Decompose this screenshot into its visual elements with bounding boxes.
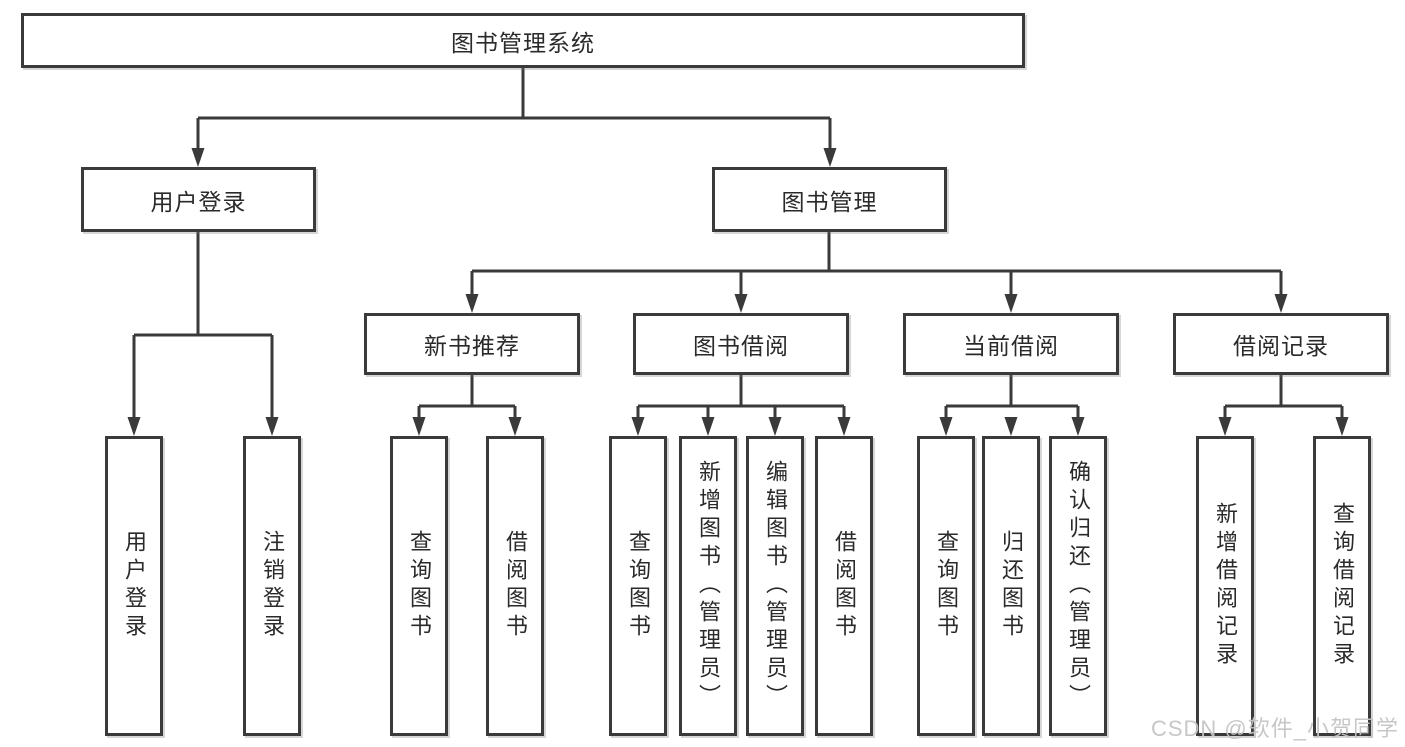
node-book-borrow: 图书借阅 bbox=[633, 313, 849, 375]
node-borrow-records: 借阅记录 bbox=[1173, 313, 1389, 375]
arrowhead-icon bbox=[191, 148, 205, 167]
leaf-current-return-books: 归还图书 bbox=[982, 436, 1040, 736]
arrowhead-icon bbox=[1218, 417, 1232, 436]
connector-borrow-records-to-children bbox=[1223, 375, 1344, 421]
arrowhead-icon bbox=[1071, 417, 1085, 436]
node-current-borrow-label: 当前借阅 bbox=[963, 333, 1059, 359]
arrowhead-icon bbox=[837, 417, 851, 436]
node-book-management: 图书管理 bbox=[712, 167, 947, 232]
leaf-rec-query-books-label: 查询图书 bbox=[407, 530, 432, 642]
node-new-book-recommend: 新书推荐 bbox=[364, 313, 580, 375]
leaf-borrow-edit-books-admin-label: 编辑图书（管理员） bbox=[763, 460, 788, 712]
leaf-current-confirm-return-admin-label: 确认归还（管理员） bbox=[1066, 460, 1091, 712]
leaf-rec-borrow-books-label: 借阅图书 bbox=[503, 530, 528, 642]
leaf-borrow-query-books-label: 查询图书 bbox=[626, 530, 651, 642]
leaf-borrow-add-books-admin-label: 新增图书（管理员） bbox=[696, 460, 721, 712]
leaf-user-login-label: 用户登录 bbox=[122, 530, 147, 642]
node-root: 图书管理系统 bbox=[21, 13, 1025, 68]
node-user-login: 用户登录 bbox=[81, 167, 316, 232]
connector-new-book-recommend-to-children bbox=[417, 375, 517, 421]
node-new-book-recommend-label: 新书推荐 bbox=[424, 333, 520, 359]
node-borrow-records-label: 借阅记录 bbox=[1233, 333, 1329, 359]
watermark: CSDN @软件_小贺同学 bbox=[1150, 716, 1399, 741]
arrowhead-icon bbox=[127, 417, 141, 436]
arrowhead-icon bbox=[768, 417, 782, 436]
node-root-label: 图书管理系统 bbox=[451, 29, 595, 56]
leaf-records-add: 新增借阅记录 bbox=[1196, 436, 1254, 736]
connector-user-login-to-children bbox=[132, 232, 274, 421]
leaf-borrow-query-books: 查询图书 bbox=[609, 436, 667, 736]
node-book-borrow-label: 图书借阅 bbox=[693, 333, 789, 359]
leaf-user-login: 用户登录 bbox=[105, 436, 163, 736]
arrowhead-icon bbox=[631, 417, 645, 436]
leaf-borrow-borrow-books: 借阅图书 bbox=[815, 436, 873, 736]
node-book-management-label: 图书管理 bbox=[781, 188, 878, 215]
leaf-current-query-books-label: 查询图书 bbox=[934, 530, 959, 642]
arrowhead-icon bbox=[734, 294, 748, 313]
leaf-borrow-edit-books-admin: 编辑图书（管理员） bbox=[746, 436, 804, 736]
leaf-borrow-borrow-books-label: 借阅图书 bbox=[832, 530, 857, 642]
connector-root-to-level2 bbox=[196, 68, 832, 152]
leaf-rec-borrow-books: 借阅图书 bbox=[486, 436, 544, 736]
leaf-current-confirm-return-admin: 确认归还（管理员） bbox=[1049, 436, 1107, 736]
arrowhead-icon bbox=[1274, 294, 1288, 313]
leaf-records-query: 查询借阅记录 bbox=[1313, 436, 1371, 736]
node-user-login-label: 用户登录 bbox=[150, 188, 247, 215]
arrowhead-icon bbox=[701, 417, 715, 436]
leaf-current-query-books: 查询图书 bbox=[917, 436, 975, 736]
arrowhead-icon bbox=[1335, 417, 1349, 436]
leaf-logout-label: 注销登录 bbox=[260, 530, 285, 642]
leaf-records-add-label: 新增借阅记录 bbox=[1213, 502, 1238, 670]
arrowhead-icon bbox=[265, 417, 279, 436]
leaf-borrow-add-books-admin: 新增图书（管理员） bbox=[679, 436, 737, 736]
arrowhead-icon bbox=[508, 417, 522, 436]
arrowhead-icon bbox=[412, 417, 426, 436]
arrowhead-icon bbox=[939, 417, 953, 436]
leaf-current-return-books-label: 归还图书 bbox=[999, 530, 1024, 642]
arrowhead-icon bbox=[1004, 294, 1018, 313]
arrowhead-icon bbox=[465, 294, 479, 313]
arrowhead-icon bbox=[1004, 417, 1018, 436]
connector-book-borrow-to-children bbox=[636, 375, 846, 421]
node-current-borrow: 当前借阅 bbox=[903, 313, 1119, 375]
connector-book-management-to-level3 bbox=[470, 232, 1283, 298]
connector-current-borrow-to-children bbox=[944, 375, 1080, 421]
leaf-logout: 注销登录 bbox=[243, 436, 301, 736]
leaf-records-query-label: 查询借阅记录 bbox=[1330, 502, 1355, 670]
arrowhead-icon bbox=[823, 148, 837, 167]
leaf-rec-query-books: 查询图书 bbox=[390, 436, 448, 736]
